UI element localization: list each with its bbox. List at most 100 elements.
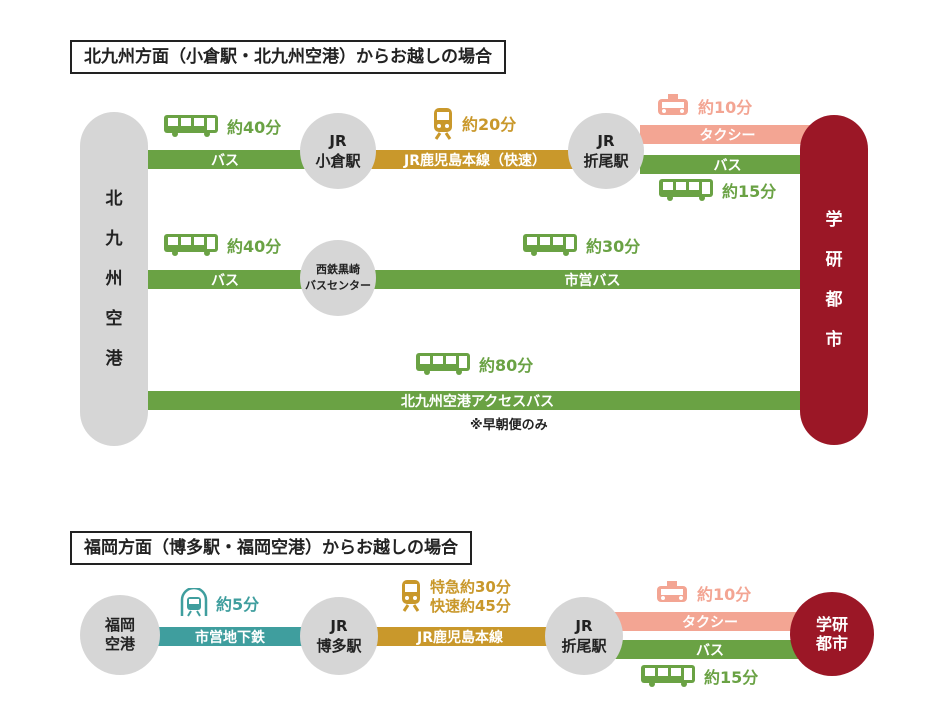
- time-text: 約40分: [227, 237, 282, 256]
- time-text: 約10分: [698, 98, 753, 117]
- origin-line: 空港: [105, 635, 135, 654]
- origin-char: 空: [104, 635, 120, 653]
- station-line1: JR: [330, 617, 348, 635]
- kitakyushu-airport-pillar: 北 九 州 空 港: [80, 112, 148, 446]
- bus-icon: [416, 353, 470, 375]
- time-text: 約20分: [462, 115, 517, 134]
- bus-icon: [659, 179, 713, 201]
- bus-icon: [641, 665, 695, 687]
- origin-char: 港: [105, 349, 123, 369]
- subway-time: 約5分: [180, 588, 259, 618]
- destination-char: 学: [825, 210, 843, 230]
- time-text: 約30分: [586, 237, 641, 256]
- bus-time: 約15分: [640, 664, 758, 688]
- row3-accessbus-label: 北九州空港アクセスバス: [400, 393, 555, 410]
- origin-char: 港: [120, 635, 136, 653]
- row1-rail-bar: JR鹿児島本線（快速）: [370, 150, 580, 169]
- row2-bus-label: バス: [211, 272, 239, 289]
- train-icon: [402, 580, 420, 612]
- time-text: 約15分: [722, 182, 777, 201]
- train-icon: [434, 108, 452, 140]
- row3-accessbus-time: 約80分: [415, 352, 533, 376]
- section2-title: 福岡方面（博多駅・福岡空港）からお越しの場合: [70, 531, 472, 565]
- time-text: 約80分: [479, 356, 534, 375]
- row2-citybus-bar: 市営バス: [370, 270, 815, 289]
- destination-char: 研: [832, 615, 849, 634]
- bus-icon: [523, 234, 577, 256]
- time-text: 約10分: [697, 585, 752, 604]
- station-line2: 折尾駅: [583, 152, 629, 170]
- station-line2: バスセンター: [305, 279, 371, 292]
- time-text: 特急約30分: [430, 578, 511, 596]
- kokura-station-node: JR 小倉駅: [300, 113, 376, 189]
- taxi-label: タクシー: [682, 614, 738, 631]
- row1-bus-label: バス: [211, 152, 239, 169]
- subway-label: 市営地下鉄: [195, 629, 265, 646]
- time-text: 約5分: [216, 595, 260, 614]
- row2-citybus-time: 約30分: [522, 233, 640, 257]
- taxi-bar: タクシー: [610, 612, 810, 631]
- station-line2: 小倉駅: [315, 152, 361, 170]
- row1-bus-bar: バス: [140, 150, 310, 169]
- row1-bus2-label: バス: [713, 157, 742, 174]
- bus-icon: [164, 234, 218, 256]
- hakata-station-node: JR 博多駅: [300, 597, 378, 675]
- destination-char: 都: [815, 634, 832, 653]
- rail-bar: JR鹿児島本線: [370, 627, 550, 646]
- subway-bar: 市営地下鉄: [150, 627, 310, 646]
- station-line2: 折尾駅: [561, 637, 607, 655]
- row1-rail-label: JR鹿児島本線（快速）: [404, 152, 546, 169]
- rail-time: 特急約30分 快速約45分: [400, 578, 511, 616]
- rail-time-lines: 特急約30分 快速約45分: [430, 578, 511, 616]
- bus-icon: [164, 115, 218, 137]
- origin-char: 北: [105, 189, 123, 209]
- row3-note: ※早朝便のみ: [470, 418, 548, 433]
- subway-icon: [180, 588, 208, 617]
- time-text: 快速約45分: [430, 597, 511, 615]
- nishitetsu-kurosaki-node: 西鉄黒崎 バスセンター: [300, 240, 376, 316]
- station-line1: 西鉄黒崎: [316, 263, 360, 276]
- time-text: 約15分: [704, 668, 759, 687]
- bus-label: バス: [696, 642, 724, 659]
- row3-accessbus-bar: 北九州空港アクセスバス: [140, 391, 815, 410]
- destination-line: 都市: [816, 634, 848, 653]
- fukuoka-airport-node: 福岡 空港: [80, 595, 160, 675]
- origin-char: 州: [105, 269, 123, 289]
- row1-bus2-bar: バス: [640, 155, 815, 174]
- destination-line: 学研: [816, 615, 848, 634]
- section1-title: 北九州方面（小倉駅・北九州空港）からお越しの場合: [70, 40, 506, 74]
- row1-taxi-label: タクシー: [699, 127, 756, 144]
- gakkentoshi-node: 学研 都市: [790, 592, 874, 676]
- bus-bar: バス: [610, 640, 810, 659]
- taxi-icon: [657, 581, 687, 602]
- station-line2: 博多駅: [316, 637, 362, 655]
- destination-char: 学: [815, 615, 832, 634]
- row2-bus-bar: バス: [140, 270, 310, 289]
- orio-station-node-2: JR 折尾駅: [545, 597, 623, 675]
- station-line1: JR: [575, 617, 593, 635]
- taxi-time: 約10分: [655, 580, 751, 606]
- rail-label: JR鹿児島本線: [417, 629, 503, 646]
- origin-char: 空: [105, 309, 123, 329]
- station-line1: JR: [597, 132, 615, 150]
- origin-line: 福岡: [105, 616, 135, 635]
- row1-taxi-bar: タクシー: [640, 125, 815, 144]
- orio-station-node: JR 折尾駅: [568, 113, 644, 189]
- gakkentoshi-pillar: 学 研 都 市: [800, 115, 868, 445]
- row2-bus-time: 約40分: [163, 233, 281, 257]
- time-text: 約40分: [227, 118, 282, 137]
- destination-char: 市: [832, 634, 849, 653]
- destination-char: 研: [825, 250, 843, 270]
- station-line1: JR: [329, 132, 347, 150]
- row1-bus2-time: 約15分: [658, 178, 776, 202]
- row1-taxi-time: 約10分: [656, 93, 752, 119]
- origin-char: 九: [105, 229, 123, 249]
- row1-bus-time: 約40分: [163, 114, 281, 138]
- destination-char: 都: [825, 290, 843, 310]
- row1-rail-time: 約20分: [432, 106, 516, 140]
- origin-char: 岡: [120, 616, 136, 634]
- row2-citybus-label: 市営バス: [564, 272, 621, 289]
- taxi-icon: [658, 94, 688, 115]
- destination-char: 市: [825, 330, 843, 350]
- origin-char: 福: [104, 616, 120, 634]
